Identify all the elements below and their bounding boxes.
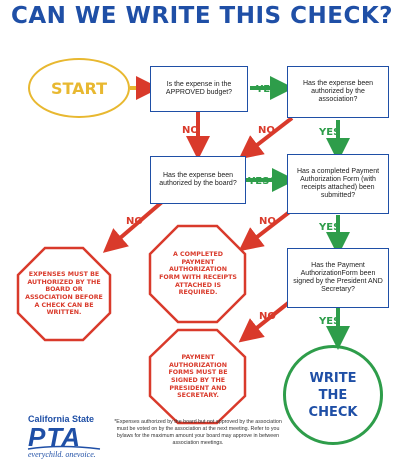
logo-pta: PTA <box>28 422 82 452</box>
stop-sign-form <box>148 224 247 324</box>
arrow-association-no <box>238 116 294 160</box>
label-no-form: NO <box>259 216 276 227</box>
label-no-budget: NO <box>182 125 199 136</box>
logo-tagline: everychild. onevoice. <box>28 450 96 459</box>
stop-sign-authorized <box>16 246 112 342</box>
label-yes-budget: YES <box>256 84 278 95</box>
stop-text-signed: PAYMENT AUTHORIZATION FORMS MUST BE SIGN… <box>168 354 228 400</box>
label-yes-form: YES <box>319 222 341 233</box>
question-signed: Has the Payment AuthorizationForm been s… <box>287 248 389 308</box>
label-no-board: NO <box>126 216 143 227</box>
stop-text-authorized: EXPENSES MUST BE AUTHORIZED BY THE BOARD… <box>25 271 103 317</box>
question-board: Has the expense been authorized by the b… <box>150 156 246 204</box>
label-no-association: NO <box>258 125 275 136</box>
label-no-signed: NO <box>259 311 276 322</box>
stop-text-form: A COMPLETED PAYMENT AUTHORIZATION FORM W… <box>159 251 237 297</box>
question-budget: Is the expense in the APPROVED budget? <box>150 66 248 112</box>
pta-logo-swoosh <box>27 445 101 450</box>
logo-line1: California State <box>28 414 95 424</box>
arrow-form-no <box>238 208 294 252</box>
footnote: *Expenses authorized by the board but no… <box>114 419 282 446</box>
question-form: Has a completed Payment Authorization Fo… <box>287 154 389 214</box>
stop-sign-signed <box>148 328 247 425</box>
question-association: Has the expense been authorized by the a… <box>287 66 389 118</box>
label-yes-association: YES <box>319 127 341 138</box>
arrow-board-no <box>102 200 164 253</box>
page-title: CAN WE WRITE THIS CHECK? <box>10 3 394 29</box>
label-yes-signed: YES <box>319 316 341 327</box>
start-node: START <box>28 58 130 118</box>
end-node-write-check: WRITE THE CHECK <box>283 345 383 445</box>
arrow-signed-no <box>238 298 294 343</box>
label-yes-board: YES* <box>248 176 275 187</box>
